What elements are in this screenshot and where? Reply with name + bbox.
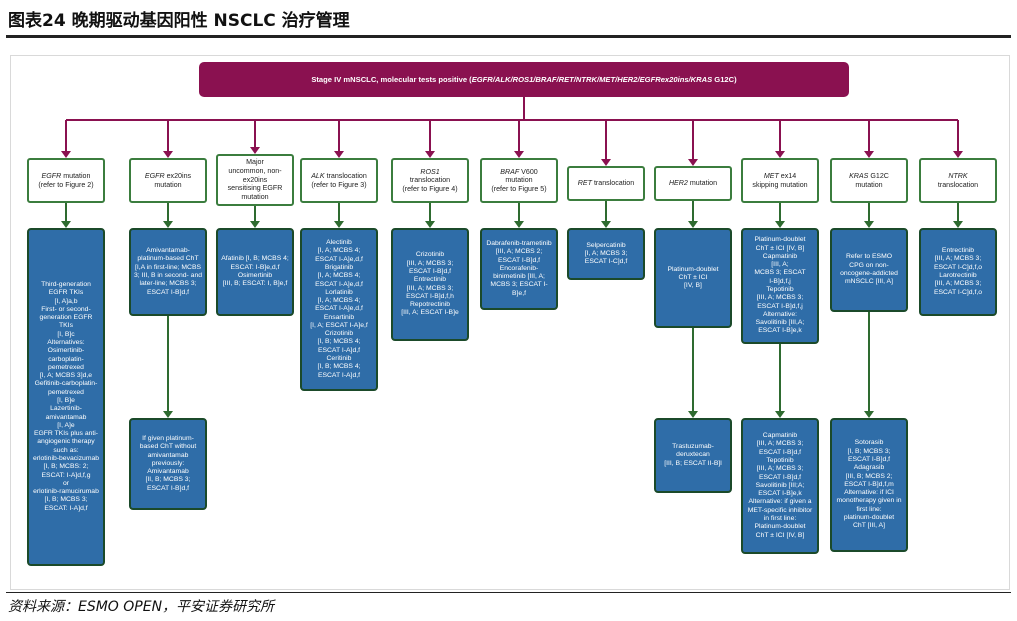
treatment-node: Refer to ESMO CPG on non-oncogene-addict… [830, 228, 908, 312]
treatment-node: Entrectinib [III, A; MCBS 3; ESCAT I-C]d… [919, 228, 997, 316]
treatment-node: Crizotinib [III, A; MCBS 3; ESCAT I-B]d,… [391, 228, 469, 341]
treatment-arrowhead [425, 221, 435, 228]
second-line-treatment-node: If given platinum-based ChT without amiv… [129, 418, 207, 510]
connector-lines [61, 97, 963, 418]
category-node: HER2 mutation [654, 166, 732, 201]
treatment-arrowhead [775, 221, 785, 228]
category-node: MET ex14 skipping mutation [741, 158, 819, 203]
treatment-node: Amivantamab-platinum-based ChT [I,A in f… [129, 228, 207, 316]
treatment-text: Entrectinib [III, A; MCBS 3; ESCAT I-C]d… [933, 247, 983, 296]
category-label: translocation (refer to Figure 3) [311, 171, 367, 189]
category-label: G12C mutation [855, 171, 889, 189]
category-label: translocation [937, 180, 979, 189]
category-label: ex20ins mutation [154, 171, 192, 189]
category-node: ROS1 translocation (refer to Figure 4) [391, 158, 469, 203]
category-gene: ROS1 [420, 167, 440, 176]
category-gene: BRAF [500, 167, 520, 176]
treatment-arrowhead [61, 221, 71, 228]
branch-arrowhead [425, 151, 435, 158]
category-gene: MET [763, 171, 779, 180]
category-label: translocation [591, 179, 635, 188]
source-divider [6, 592, 1011, 593]
branch-arrowhead [688, 159, 698, 166]
treatment-arrowhead [514, 221, 524, 228]
treatment-node: Alectinib [I, A; MCBS 4; ESCAT I-A]e,d,f… [300, 228, 378, 391]
second-line-arrowhead [163, 411, 173, 418]
category-gene: EGFR [41, 171, 62, 180]
treatment-arrowhead [688, 221, 698, 228]
second-line-treatment-text: Capmatinib [III, A; MCBS 3; ESCAT I-B]d,… [747, 432, 813, 539]
treatment-arrowhead [864, 221, 874, 228]
treatment-text: Alectinib [I, A; MCBS 4; ESCAT I-A]e,d,f… [310, 239, 368, 379]
root-suffix: G12C) [712, 75, 737, 84]
category-node: Major uncommon, non- ex20ins sensitising… [216, 154, 294, 206]
treatment-text: Third-generation EGFR TKIs [I, A]a,b Fir… [32, 281, 100, 512]
treatment-arrowhead [601, 221, 611, 228]
treatment-text: Platinum-doublet ChT ± ICI [IV, B] Capma… [754, 236, 806, 335]
category-gene: EGFR [144, 171, 165, 180]
treatment-node: Platinum-doublet ChT ± ICI [IV, B] [654, 228, 732, 328]
treatment-arrowhead [953, 221, 963, 228]
category-label: Major uncommon, non- ex20ins sensitising… [227, 158, 283, 201]
branch-arrowhead [334, 151, 344, 158]
category-label: V600 mutation (refer to Figure 5) [491, 167, 547, 193]
treatment-text: Refer to ESMO CPG on non-oncogene-addict… [840, 253, 898, 286]
treatment-text: Selpercatinib [I, A; MCBS 3; ESCAT I-C]d… [584, 241, 628, 266]
branch-arrowhead [601, 159, 611, 166]
category-node: EGFR ex20ins mutation [129, 158, 207, 203]
category-label: mutation [687, 179, 718, 188]
category-node: BRAF V600 mutation (refer to Figure 5) [480, 158, 558, 203]
title-divider [6, 35, 1011, 38]
category-gene: NTRK [948, 171, 968, 180]
second-line-treatment-text: Trastuzumab-deruxtecan [III, B; ESCAT II… [664, 443, 722, 467]
root-prefix: Stage IV mNSCLC, molecular tests positiv… [311, 75, 472, 84]
root-genes: EGFR/ALK/ROS1/BRAF/RET/NTRK/MET/HER2/EGF… [471, 75, 713, 84]
second-line-treatment-node: Capmatinib [III, A; MCBS 3; ESCAT I-B]d,… [741, 418, 819, 554]
treatment-arrowhead [334, 221, 344, 228]
treatment-text: Platinum-doublet ChT ± ICI [IV, B] [667, 265, 719, 290]
category-gene: HER2 [668, 179, 688, 188]
second-line-treatment-text: If given platinum-based ChT without amiv… [139, 435, 197, 492]
flowchart-panel: Stage IV mNSCLC, molecular tests positiv… [10, 55, 1010, 590]
branch-arrowhead [514, 151, 524, 158]
category-gene: ALK [311, 171, 325, 180]
treatment-arrowhead [250, 221, 260, 228]
branch-arrowhead [864, 151, 874, 158]
figure-title: 图表24 晚期驱动基因阳性 NSCLC 治疗管理 [8, 11, 350, 31]
category-gene: KRAS [849, 171, 869, 180]
second-line-treatment-node: Trastuzumab-deruxtecan [III, B; ESCAT II… [654, 418, 732, 493]
branch-arrowhead [163, 151, 173, 158]
treatment-node: Platinum-doublet ChT ± ICI [IV, B] Capma… [741, 228, 819, 344]
second-line-treatment-node: Sotorasib [I, B; MCBS 3; ESCAT I-B]d,f A… [830, 418, 908, 552]
second-line-treatment-text: Sotorasib [I, B; MCBS 3; ESCAT I-B]d,f A… [836, 439, 902, 530]
root-node: Stage IV mNSCLC, molecular tests positiv… [199, 62, 849, 97]
branch-arrowhead [250, 147, 260, 154]
second-line-arrowhead [775, 411, 785, 418]
treatment-text: Dabrafenib-trametinib [III, A; MCBS 2; E… [486, 240, 552, 297]
treatment-node: Selpercatinib [I, A; MCBS 3; ESCAT I-C]d… [567, 228, 645, 280]
treatment-arrowhead [163, 221, 173, 228]
treatment-text: Crizotinib [III, A; MCBS 3; ESCAT I-B]d,… [401, 251, 459, 317]
branch-arrowhead [775, 151, 785, 158]
category-label: ex14 skipping mutation [752, 171, 808, 189]
second-line-arrowhead [864, 411, 874, 418]
treatment-text: Amivantamab-platinum-based ChT [I,A in f… [134, 247, 203, 296]
branch-arrowhead [953, 151, 963, 158]
category-label: translocation (refer to Figure 4) [402, 176, 458, 193]
source-note: 资料来源：ESMO OPEN，平安证券研究所 [8, 599, 275, 615]
category-node: ALK translocation (refer to Figure 3) [300, 158, 378, 203]
treatment-text: Afatinib [I, B; MCBS 4; ESCAT: I-B]e,d,f… [221, 255, 289, 288]
treatment-node: Dabrafenib-trametinib [III, A; MCBS 2; E… [480, 228, 558, 310]
treatment-node: Third-generation EGFR TKIs [I, A]a,b Fir… [27, 228, 105, 566]
second-line-arrowhead [688, 411, 698, 418]
category-node: RET translocation [567, 166, 645, 201]
category-label: mutation (refer to Figure 2) [38, 171, 94, 189]
category-node: KRAS G12C mutation [830, 158, 908, 203]
treatment-node: Afatinib [I, B; MCBS 4; ESCAT: I-B]e,d,f… [216, 228, 294, 316]
category-node: NTRK translocation [919, 158, 997, 203]
category-node: EGFR mutation (refer to Figure 2) [27, 158, 105, 203]
category-gene: RET [577, 179, 592, 188]
branch-arrowhead [61, 151, 71, 158]
